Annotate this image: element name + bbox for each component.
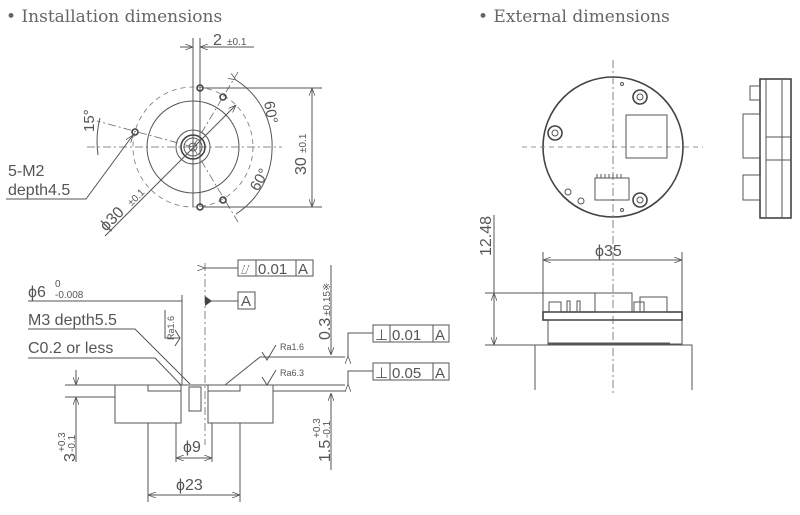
svg-text:0.01: 0.01: [392, 327, 421, 344]
svg-text:+0.3: +0.3: [312, 418, 323, 438]
thickness-dim: 3: [62, 453, 79, 462]
svg-text:Ra1.6: Ra1.6: [280, 342, 304, 352]
external-side-view: [742, 78, 792, 219]
svg-text:-0.008: -0.008: [55, 290, 84, 301]
svg-text:0: 0: [55, 279, 61, 290]
external-top-view: [522, 60, 703, 395]
svg-text:A: A: [435, 365, 445, 382]
external-height-dim: 12.48: [478, 216, 495, 256]
angle-60-top: 60°: [260, 100, 281, 125]
svg-text:⌰: ⌰: [241, 262, 250, 277]
svg-text:⊥: ⊥: [375, 327, 388, 344]
svg-text:+0.3: +0.3: [57, 432, 68, 452]
svg-text:±0.15※: ±0.15※: [322, 283, 333, 316]
tap-label: M3 depth5.5: [28, 312, 117, 329]
external-diameter-dim: ϕ35: [595, 243, 622, 260]
recess-dim: ϕ23: [176, 477, 203, 494]
installation-top-view: 2 ±0.1 30 ±0.1 15° 60° 60° ϕ30 ±0.1 5-M2…: [6, 32, 322, 237]
perpendicularity-frame-2: ⊥ 0.05 A: [372, 362, 450, 382]
external-front-view: ϕ35 12.48: [478, 215, 693, 390]
runout-frame: ⌰ 0.01 A: [237, 259, 314, 278]
holes-label-2: depth4.5: [8, 182, 70, 199]
heading-installation: • Installation dimensions: [6, 7, 222, 27]
angle-15: 15°: [81, 109, 98, 132]
height-tol: ±0.1: [298, 133, 309, 153]
perpendicularity-frame-1: ⊥ 0.01 A: [372, 324, 450, 344]
heading-external: • External dimensions: [478, 7, 670, 27]
installation-section-view: ⌰ 0.01 A A ϕ6 0 -0.008 M3 depth5.5 C0.2 …: [28, 259, 450, 502]
svg-text:Ra6.3: Ra6.3: [280, 368, 304, 378]
svg-text:A: A: [435, 327, 445, 344]
datum-a: A: [241, 293, 251, 310]
svg-text:0.01: 0.01: [258, 261, 287, 278]
svg-text:-0.1: -0.1: [322, 420, 333, 438]
holes-label-1: 5-M2: [8, 163, 45, 180]
shaft-dim: ϕ6: [28, 284, 46, 301]
svg-text:A: A: [298, 261, 308, 278]
diameter-tol: ±0.1: [126, 187, 148, 209]
offset-dim: 2: [213, 32, 222, 49]
svg-text:⊥: ⊥: [375, 365, 388, 382]
depth-dim: 1.5: [317, 440, 334, 462]
offset-tol: ±0.1: [227, 37, 247, 48]
bore-dim: ϕ9: [183, 439, 201, 456]
svg-text:-0.1: -0.1: [67, 434, 78, 452]
svg-text:Ra1.6: Ra1.6: [166, 316, 176, 340]
svg-text:0.05: 0.05: [392, 365, 421, 382]
chamfer-label: C0.2 or less: [28, 340, 113, 357]
step-dim: 0.3: [317, 318, 334, 340]
diameter-dim: ϕ30: [97, 204, 128, 235]
height-dim: 30: [293, 157, 310, 175]
